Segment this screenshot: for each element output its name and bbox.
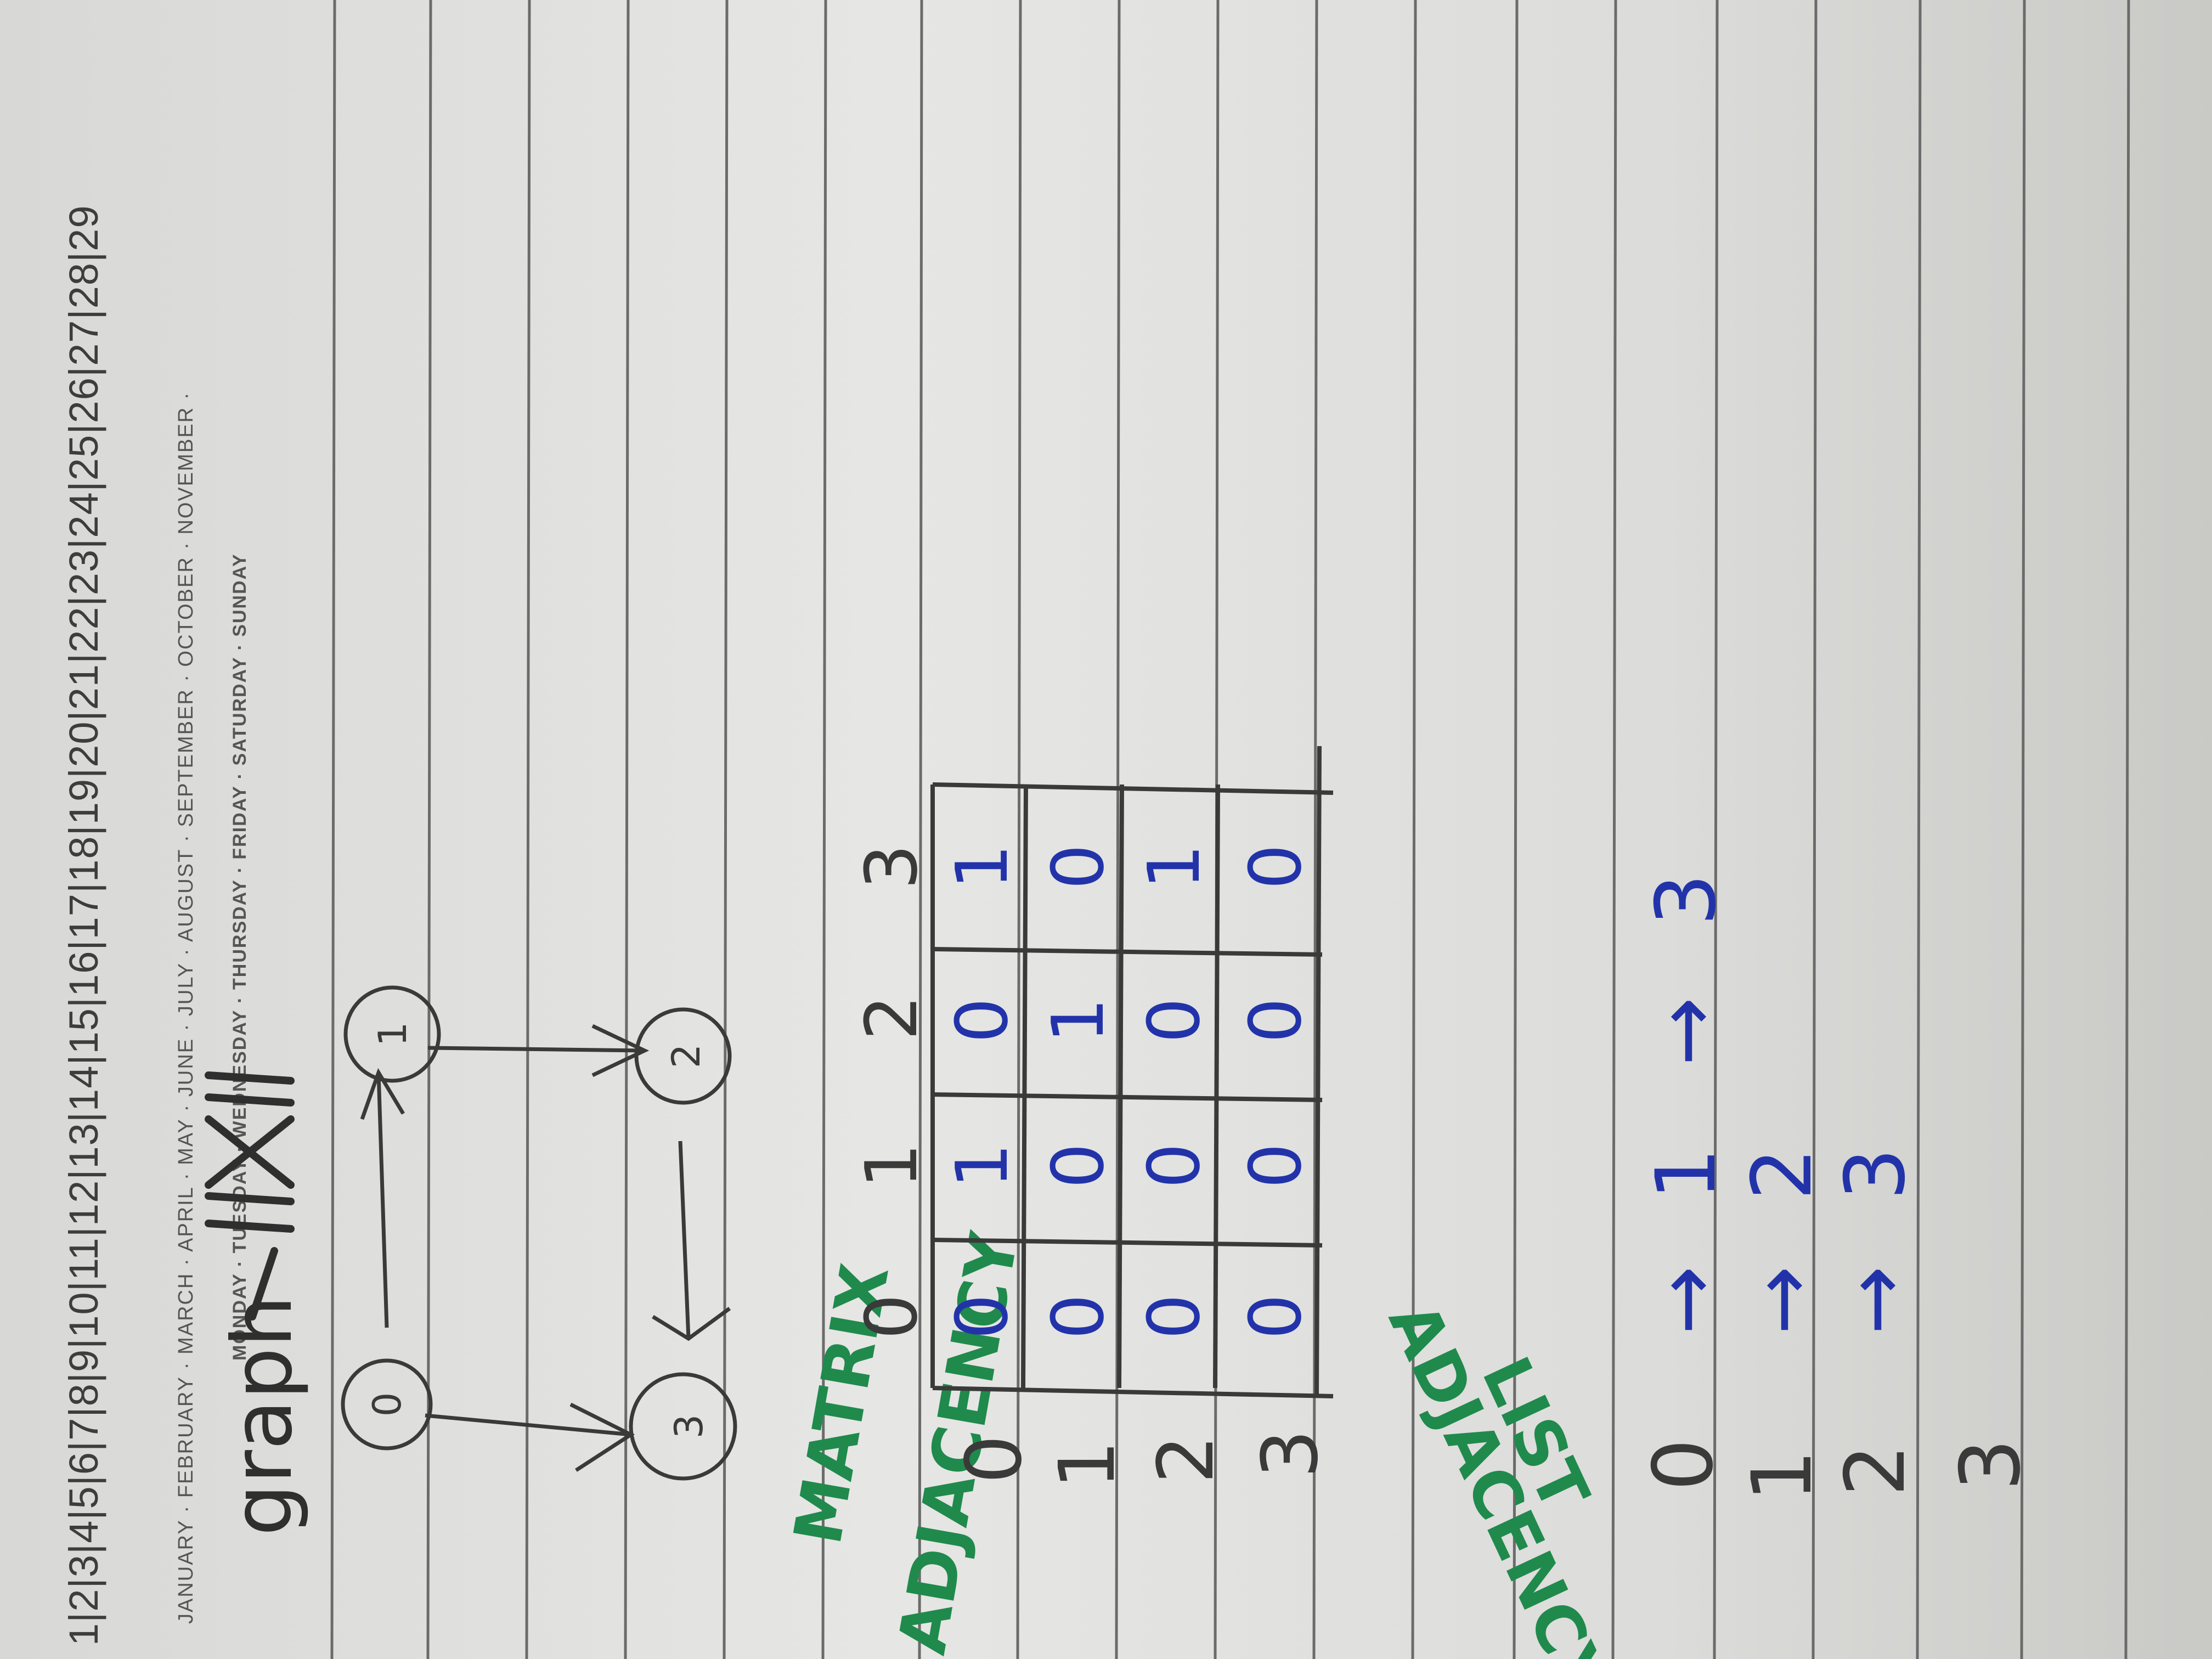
list-source-0: 0 (1636, 1438, 1731, 1491)
graph-diagram (341, 985, 737, 1481)
matrix-cell-1-0: 0 (1036, 1294, 1120, 1340)
graph-node-2 (634, 1007, 732, 1105)
matrix-cell-0-3: 1 (940, 844, 1024, 890)
matrix-col-header-2: 2 (850, 995, 933, 1041)
list-arrow-2: → (1828, 1266, 1923, 1335)
graph-node-1 (343, 985, 441, 1083)
graph-node-labels: 0 1 2 3 (365, 1022, 712, 1439)
matrix-col-header-3: 3 (850, 844, 933, 890)
list-target-0-3: 3 (1639, 873, 1734, 926)
list-arrow-0-b: → (1639, 997, 1734, 1066)
matrix-row-headers: 0 1 2 3 (950, 1429, 1335, 1489)
graph-edge-0-3 (425, 1402, 635, 1472)
matrix-row-header-2: 2 (1142, 1435, 1231, 1483)
matrix-cell-2-2: 0 (1132, 998, 1216, 1043)
heading-text: graph (215, 1295, 311, 1536)
list-source-2: 2 (1828, 1444, 1923, 1496)
matrix-cell-2-1: 0 (1132, 1143, 1216, 1189)
matrix-cell-3-0: 0 (1234, 1294, 1317, 1340)
list-source-1: 1 (1735, 1449, 1830, 1502)
list-arrow-0-a: → (1639, 1266, 1734, 1335)
matrix-col-header-1: 1 (850, 1143, 933, 1189)
matrix-cell-0-1: 1 (940, 1143, 1024, 1189)
matrix-cell-0-0: 0 (940, 1294, 1024, 1340)
matrix-grid (930, 746, 1334, 1398)
heading-scribble (205, 1071, 295, 1321)
graph-edge-0-1 (360, 1068, 405, 1328)
matrix-cell-2-3: 1 (1132, 844, 1216, 890)
graph-edge-1-2 (427, 1024, 650, 1077)
matrix-cell-1-2: 1 (1036, 998, 1120, 1043)
matrix-row-header-1: 1 (1043, 1440, 1132, 1489)
list-source-3: 3 (1943, 1438, 2039, 1491)
graph-node-3-label: 3 (667, 1414, 712, 1439)
list-target-0-1: 1 (1639, 1148, 1734, 1200)
matrix-row-header-0: 0 (950, 1435, 1039, 1483)
matrix-column-headers: 0 1 2 3 (850, 844, 933, 1340)
matrix-cell-3-1: 0 (1234, 1143, 1317, 1189)
matrix-cell-3-2: 0 (1234, 998, 1317, 1043)
matrix-cell-2-0: 0 (1132, 1294, 1216, 1340)
list-label: ADJACENCY LIST (1374, 1291, 1623, 1659)
matrix-col-header-0: 0 (850, 1294, 933, 1340)
list-arrow-1: → (1735, 1266, 1830, 1335)
matrix-cell-0-2: 0 (940, 998, 1024, 1043)
graph-node-1-label: 1 (370, 1022, 415, 1047)
matrix-cell-1-1: 0 (1036, 1143, 1120, 1189)
list-entries: → 1 → 3 → 2 → 3 (1639, 873, 1923, 1335)
matrix-row-header-3: 3 (1246, 1429, 1335, 1478)
graph-node-0 (341, 1358, 433, 1451)
matrix-cells: 0 1 0 1 0 0 1 0 0 0 0 1 0 0 0 0 (940, 844, 1317, 1340)
list-sources: 0 1 2 3 (1636, 1438, 2039, 1502)
graph-node-0-label: 0 (365, 1392, 410, 1417)
matrix-cell-1-3: 0 (1036, 844, 1120, 890)
list-target-2-3: 3 (1828, 1148, 1923, 1200)
list-target-1-2: 2 (1735, 1148, 1830, 1200)
graph-edge-2-3 (652, 1141, 731, 1341)
graph-node-3 (629, 1372, 737, 1481)
matrix-cell-3-3: 0 (1234, 844, 1317, 890)
graph-node-2-label: 2 (664, 1044, 709, 1069)
